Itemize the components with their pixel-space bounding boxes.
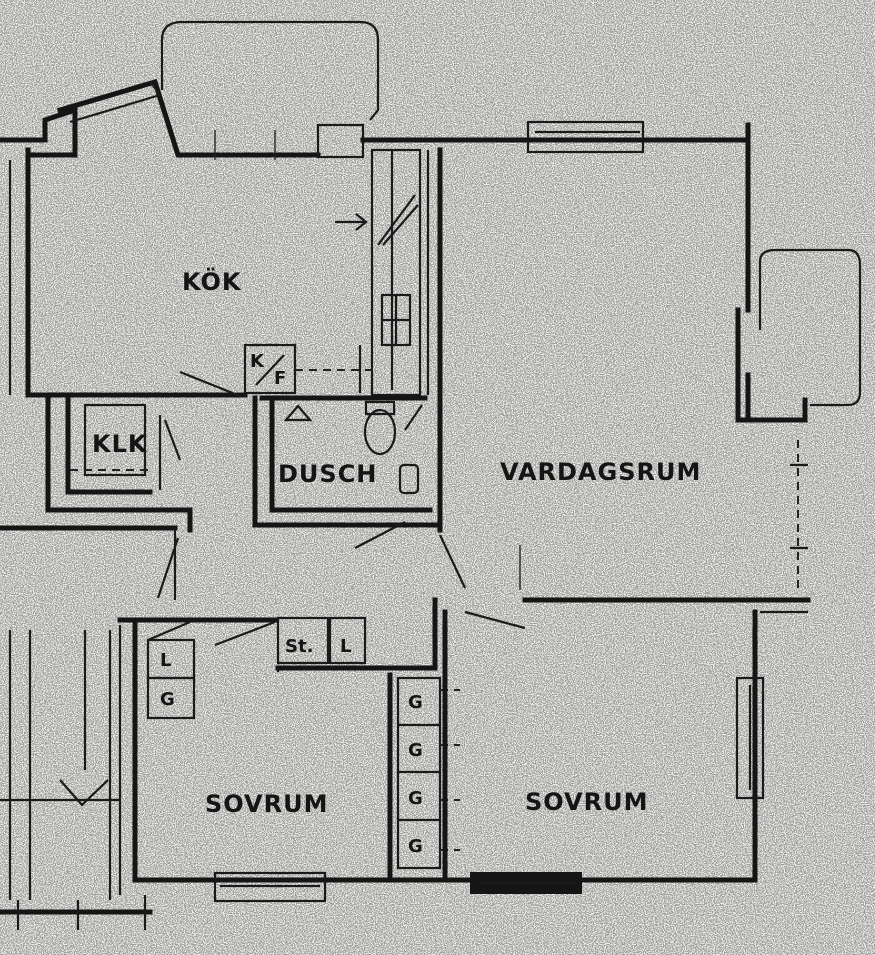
room-label-klk: KLK	[92, 430, 148, 458]
room-label-dusch: DUSCH	[278, 460, 377, 488]
kf-label-bottom: F	[274, 368, 286, 389]
left-bedroom-walls	[118, 617, 398, 903]
living-room-walls	[426, 120, 862, 630]
kitchen-walls	[0, 20, 443, 398]
klk-walls	[45, 397, 193, 533]
room-label-kok: KÖK	[182, 266, 242, 296]
wardrobe-block	[396, 676, 460, 870]
label-l-left: L	[160, 650, 171, 671]
label-st: St.	[285, 636, 313, 657]
label-g-wardrobe-1: G	[408, 692, 423, 713]
label-l-hall: L	[340, 636, 351, 657]
right-bedroom-walls	[392, 609, 765, 894]
room-label-sovrum-right: SOVRUM	[525, 788, 648, 816]
label-g-wardrobe-3: G	[408, 788, 423, 809]
label-g-wardrobe-4: G	[408, 836, 423, 857]
label-g-left: G	[160, 689, 175, 710]
stair-hall	[0, 630, 153, 930]
bathroom-walls	[252, 395, 443, 549]
hall-storage	[0, 525, 438, 720]
room-label-vardagsrum: VARDAGSRUM	[500, 458, 701, 486]
label-g-wardrobe-2: G	[408, 740, 423, 761]
kf-label-top: K	[250, 351, 265, 372]
room-label-sovrum-left: SOVRUM	[205, 790, 328, 818]
